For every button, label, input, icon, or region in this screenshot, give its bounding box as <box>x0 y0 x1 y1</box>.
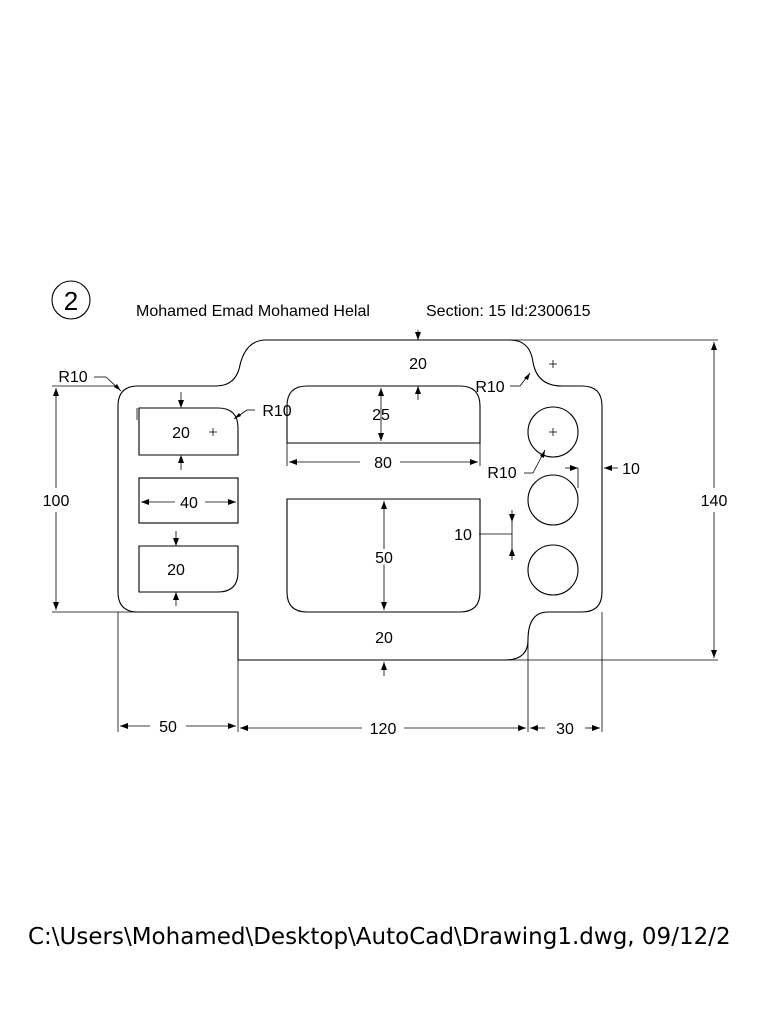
dim-hole-spacing: 10 <box>454 527 472 544</box>
title-section: Section: 15 Id:2300615 <box>426 303 591 320</box>
left-top-pocket <box>138 407 239 456</box>
hole-middle <box>527 474 579 526</box>
part-outline <box>117 339 603 661</box>
top-slot <box>286 385 481 444</box>
radius-label-4: R10 <box>487 465 516 482</box>
dim-left-bottom: 20 <box>167 562 185 579</box>
file-path-footer: C:\Users\Mohamed\Desktop\AutoCad\Drawing… <box>28 924 731 950</box>
dim-slot-width: 80 <box>374 455 392 472</box>
dim-large-pocket: 50 <box>375 550 393 567</box>
hole-top <box>527 406 579 458</box>
dim-right-wall: 10 <box>622 461 640 478</box>
dim-left-middle: 40 <box>180 495 198 512</box>
center-marks <box>209 360 557 436</box>
dim-top-boss: 20 <box>409 356 427 373</box>
left-bottom-pocket <box>138 545 239 593</box>
drawing-number: 2 <box>64 286 78 316</box>
dim-bottom-boss: 20 <box>375 630 393 647</box>
drawing-number-circle <box>51 280 91 320</box>
dim-overall-left: 100 <box>43 493 70 510</box>
radius-label-2: R10 <box>262 403 291 420</box>
radius-label-3: R10 <box>475 379 504 396</box>
dim-bottom-right: 30 <box>556 721 574 738</box>
dim-bottom-left: 50 <box>159 719 177 736</box>
hole-bottom <box>527 544 579 596</box>
dim-slot-height: 25 <box>372 407 390 424</box>
large-pocket <box>286 498 481 613</box>
dim-left-top: 20 <box>172 425 190 442</box>
title-name: Mohamed Emad Mohamed Helal <box>136 303 370 320</box>
dim-overall-height: 140 <box>701 493 728 510</box>
left-middle-pocket <box>138 477 239 524</box>
radius-label-1: R10 <box>58 369 87 386</box>
dim-bottom-middle: 120 <box>370 721 397 738</box>
